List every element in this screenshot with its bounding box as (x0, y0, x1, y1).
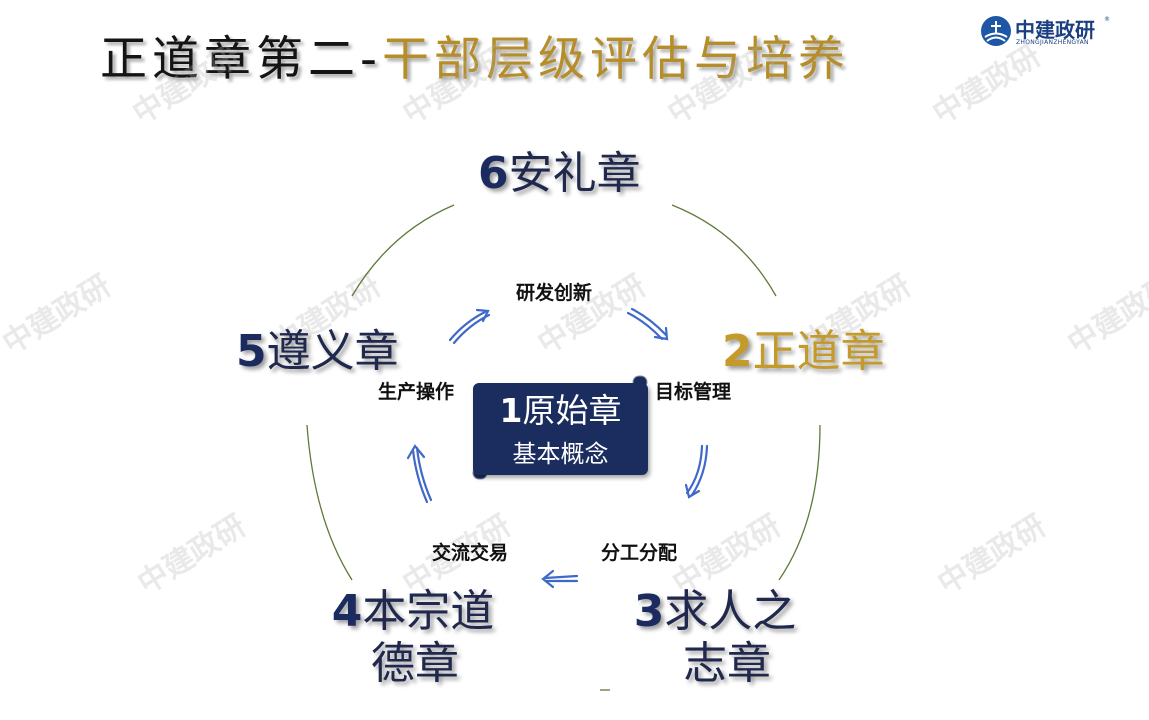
chapter-number: 5 (236, 326, 267, 377)
chapter-five: 5遵义章 (236, 326, 399, 378)
chapter-name: 求人之 (664, 586, 797, 637)
arc-top-left (351, 204, 455, 297)
step-bottom-left: 交流交易 (432, 542, 509, 564)
center-title: 1原始章 (473, 390, 648, 432)
chapter-number: 4 (331, 586, 363, 637)
arrow-curve-up-right (448, 310, 487, 342)
arrow-curve-down-right (626, 311, 664, 341)
page-title: 正道章第二-干部层级评估与培养 (100, 30, 850, 90)
title-suffix: 干部层级评估与培养 (381, 32, 850, 87)
arc-left (306, 424, 353, 581)
arrow-head (541, 569, 555, 589)
arrow-head (475, 308, 490, 323)
title-prefix: 正道章第二- (100, 32, 382, 87)
arrow-head (653, 326, 669, 341)
arrow-head (684, 483, 701, 499)
chapter-name: 遵义章 (266, 326, 399, 377)
center-subtitle: 基本概念 (512, 440, 609, 468)
chapter-name: 正道章 (752, 326, 885, 377)
arrow-curve-down-right (630, 307, 668, 337)
arrow-curve-down (685, 444, 704, 495)
step-left: 生产操作 (378, 381, 455, 403)
arrow-curve-up (411, 448, 429, 504)
logo-name: 中建政研 (1015, 18, 1095, 42)
arrow-curve-down (690, 444, 709, 497)
logo-registered-mark: ® (1104, 16, 1110, 23)
step-top: 研发创新 (516, 282, 593, 304)
chapter-number: 3 (633, 586, 665, 637)
arrow-line-left (543, 574, 579, 580)
logo-emblem-icon (981, 16, 1011, 46)
step-right: 目标管理 (655, 381, 732, 403)
chapter-two: 2正道章 (722, 326, 885, 378)
center-number: 1 (499, 391, 523, 430)
chapter-name-line2: 德章 (371, 638, 459, 689)
chapter-name: 本宗道 (362, 586, 495, 637)
chapter-four: 4本宗道 德章 (328, 586, 498, 690)
arc-right (778, 424, 821, 581)
arrow-curve-up (415, 446, 433, 502)
chapter-number: 6 (478, 148, 509, 199)
arc-top-right (671, 204, 777, 297)
chapter-six: 6安礼章 (478, 148, 641, 200)
chapter-name: 安礼章 (508, 148, 641, 199)
step-bottom-right: 分工分配 (601, 542, 678, 564)
chapter-name-line2: 志章 (683, 638, 771, 689)
center-name: 原始章 (522, 391, 622, 430)
center-scroll (473, 383, 648, 475)
chapter-three: 3求人之 志章 (630, 586, 800, 690)
chapter-number: 2 (722, 326, 753, 377)
logo: 中建政研 ZHONGJIANZHENGYAN ® (981, 16, 1111, 48)
arrow-head (406, 444, 426, 460)
logo-pinyin: ZHONGJIANZHENGYAN (1016, 39, 1089, 46)
